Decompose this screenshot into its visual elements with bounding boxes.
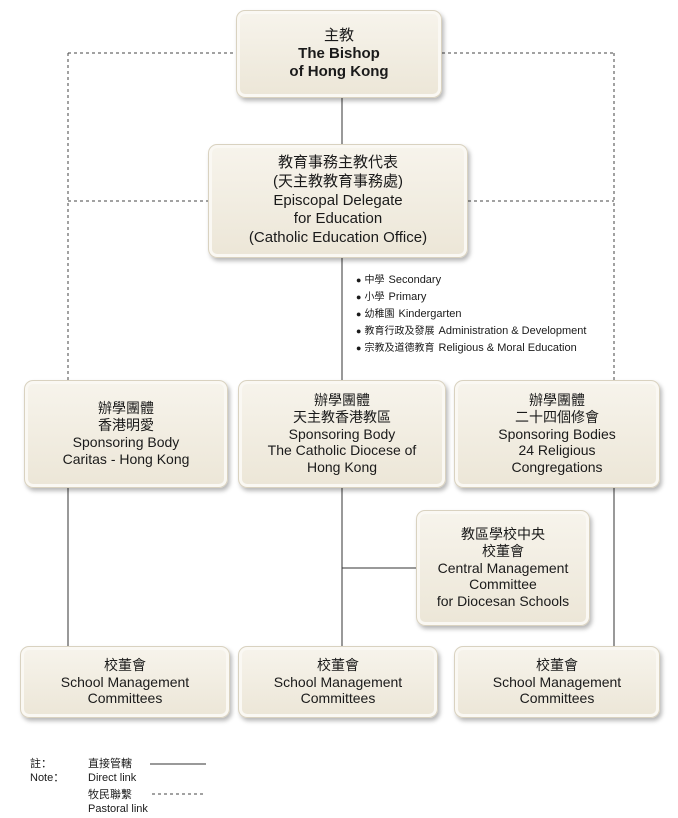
central-committee-box: 教區學校中央 校董會 Central Management Committee … bbox=[416, 510, 590, 626]
bullet-icon: ● bbox=[356, 292, 362, 302]
congregations-en-3: Congregations bbox=[511, 459, 603, 476]
delegate-zh-1: 教育事務主教代表 bbox=[277, 154, 398, 172]
bullet-icon: ● bbox=[356, 275, 362, 285]
smc-en-2: Committees bbox=[519, 690, 595, 707]
smc-en-1: School Management bbox=[60, 673, 190, 690]
bishop-zh: 主教 bbox=[323, 27, 354, 44]
central-en-2: Committee bbox=[469, 576, 537, 593]
bishop-en-2: of Hong Kong bbox=[289, 63, 389, 80]
diocese-zh-2: 天主教香港教區 bbox=[293, 408, 391, 425]
diocese-zh-1: 辦學團體 bbox=[314, 392, 370, 408]
caritas-zh-2: 香港明愛 bbox=[98, 417, 154, 434]
delegate-en-3: (Catholic Education Office) bbox=[248, 229, 428, 247]
smc-en-1: School Management bbox=[273, 673, 403, 690]
congregations-en-1: Sponsoring Bodies bbox=[498, 425, 616, 442]
caritas-en-2: Caritas - Hong Kong bbox=[62, 450, 190, 467]
smc-en-2: Committees bbox=[87, 690, 163, 707]
legend-direct: 直接管轄 Direct link bbox=[88, 758, 137, 784]
bishop-en-1: The Bishop bbox=[298, 45, 380, 62]
diocese-en-1: Sponsoring Body bbox=[288, 425, 396, 442]
smc-box-congregations: 校董會 School Management Committees bbox=[454, 646, 660, 718]
legend-label: 註： Note： bbox=[30, 758, 65, 784]
smc-zh: 校董會 bbox=[317, 656, 359, 673]
sponsor-congregations-box: 辦學團體 二十四個修會 Sponsoring Bodies 24 Religio… bbox=[454, 380, 660, 488]
delegate-en-1: Episcopal Delegate bbox=[273, 191, 403, 209]
bullet-icon: ● bbox=[356, 326, 362, 336]
smc-zh: 校董會 bbox=[536, 656, 578, 673]
central-zh-1: 教區學校中央 bbox=[461, 526, 545, 542]
delegate-en-2: for Education bbox=[293, 210, 383, 228]
smc-zh: 校董會 bbox=[104, 656, 146, 673]
congregations-zh-2: 二十四個修會 bbox=[515, 408, 599, 425]
caritas-en-1: Sponsoring Body bbox=[72, 434, 180, 450]
congregations-zh-1: 辦學團體 bbox=[529, 392, 585, 408]
bullet-icon: ● bbox=[356, 343, 362, 353]
congregations-en-2: 24 Religious bbox=[518, 442, 596, 459]
bullet-icon: ● bbox=[356, 309, 362, 319]
caritas-zh-1: 辦學團體 bbox=[98, 400, 154, 417]
smc-box-diocese: 校董會 School Management Committees bbox=[238, 646, 438, 718]
legend-pastoral: 牧民聯繫 Pastoral link bbox=[88, 789, 148, 815]
sponsor-caritas-box: 辦學團體 香港明愛 Sponsoring Body Caritas - Hong… bbox=[24, 380, 228, 488]
smc-box-caritas: 校董會 School Management Committees bbox=[20, 646, 230, 718]
diocese-en-2: The Catholic Diocese of bbox=[267, 442, 417, 459]
central-zh-2: 校董會 bbox=[482, 542, 524, 559]
central-en-1: Central Management bbox=[437, 559, 569, 576]
delegate-zh-2: (天主教教育事務處) bbox=[273, 172, 403, 190]
central-en-3: for Diocesan Schools bbox=[436, 593, 570, 610]
episcopal-delegate-box: 教育事務主教代表 (天主教教育事務處) Episcopal Delegate f… bbox=[208, 144, 468, 258]
smc-en-1: School Management bbox=[492, 673, 622, 690]
bishop-box: 主教 The Bishop of Hong Kong bbox=[236, 10, 442, 98]
sponsor-diocese-box: 辦學團體 天主教香港教區 Sponsoring Body The Catholi… bbox=[238, 380, 446, 488]
diocese-en-3: Hong Kong bbox=[306, 459, 378, 476]
smc-en-2: Committees bbox=[300, 690, 376, 707]
